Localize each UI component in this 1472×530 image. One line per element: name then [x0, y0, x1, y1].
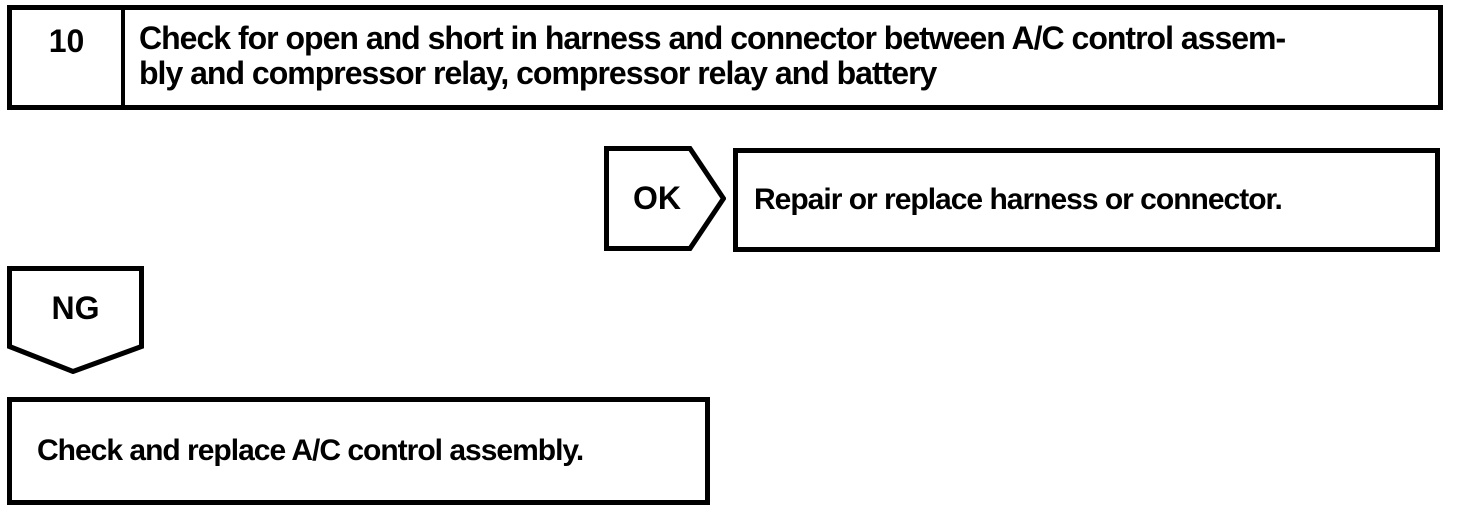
ng-arrow-pentagon-icon: [7, 266, 144, 374]
ng-connector: NG: [7, 266, 144, 374]
ok-action-text: Repair or replace harness or connector.: [754, 183, 1283, 216]
ok-arrow-pentagon-icon: [604, 146, 726, 251]
step-number: 10: [12, 10, 125, 105]
ok-connector: OK: [604, 146, 726, 251]
ok-action-box: Repair or replace harness or connector.: [733, 148, 1440, 252]
ok-connector-label: OK: [633, 180, 681, 216]
step-instruction-line-1: Check for open and short in harness and …: [139, 20, 1286, 56]
ng-action-text: Check and replace A/C control assembly.: [37, 434, 584, 467]
ng-connector-label: NG: [51, 290, 100, 326]
step-instruction: Check for open and short in harness and …: [125, 10, 1438, 105]
step-instruction-line-2: bly and compressor relay, compressor rel…: [139, 55, 937, 91]
step-header-box: 10 Check for open and short in harness a…: [7, 5, 1443, 110]
ng-action-box: Check and replace A/C control assembly.: [7, 397, 710, 505]
